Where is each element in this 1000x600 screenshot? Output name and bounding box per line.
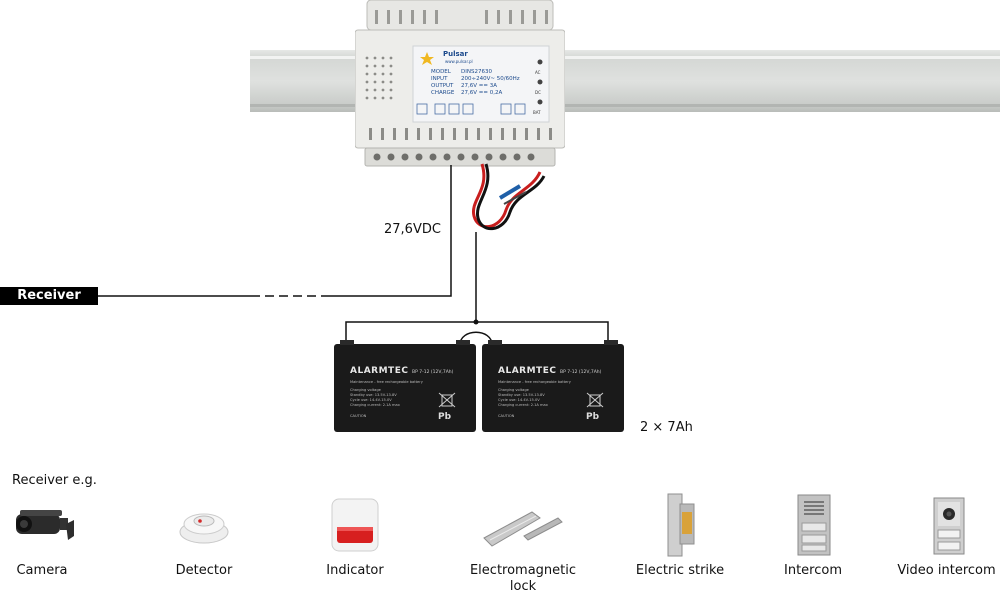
spec-value: DINS27630	[461, 69, 492, 75]
battery-spec-lines: Charging voltage Standby use: 13.5V-13.8…	[498, 388, 548, 408]
led-label-dc: DC	[535, 90, 541, 95]
battery-terminal	[604, 340, 618, 345]
battery-pb: Pb	[586, 412, 600, 422]
device-label-electromagnetic-lock: Electromagnetic lock	[469, 563, 577, 594]
device-label-video-intercom: Video intercom	[897, 563, 996, 578]
psu-brand: Pulsar	[443, 50, 468, 58]
device-label-camera: Camera	[16, 563, 68, 578]
psu-specs: MODEL DINS27630 INPUT 200÷240V~ 50/60Hz OU…	[431, 69, 520, 97]
battery-spec: Charging current: 2.1A max	[498, 403, 548, 407]
recycle-bin-icon	[586, 392, 604, 408]
spec-key: OUTPUT	[431, 83, 454, 89]
spec-key: MODEL	[431, 69, 451, 75]
battery-model: BP 7-12 (12V,7Ah)	[412, 370, 454, 375]
battery-model: BP 7-12 (12V,7Ah)	[560, 370, 602, 375]
battery-terminal	[340, 340, 354, 345]
spec-key: CHARGE	[431, 90, 455, 96]
battery-subtitle: Maintenance - free rechargeable battery	[498, 380, 571, 384]
battery-pb: Pb	[438, 412, 452, 422]
video-intercom-icon	[932, 496, 966, 556]
battery-brand: ALARMTEC	[350, 366, 409, 376]
battery-spec: Cycle use: 14.4V-15.0V	[350, 398, 392, 402]
battery-spec: Charging voltage	[350, 388, 381, 392]
intercom-icon	[796, 493, 832, 557]
psu-website: www.pulsar.pl	[445, 59, 473, 64]
siren-indicator-icon	[330, 497, 382, 555]
battery-spec-lines: Charging voltage Standby use: 13.5V-13.8…	[350, 388, 400, 408]
led-label-bat: BAT	[533, 110, 541, 115]
battery-caution: CAUTION	[498, 414, 515, 418]
battery-1: ALARMTEC BP 7-12 (12V,7Ah) Maintenance -…	[334, 340, 476, 432]
battery-terminal	[456, 340, 470, 345]
electromagnetic-lock-icon	[480, 508, 564, 550]
spec-value: 27,6V == 0,2A	[461, 90, 503, 96]
device-label-detector: Detector	[175, 563, 233, 578]
device-label-intercom: Intercom	[784, 563, 842, 578]
voltage-label: 27,6VDC	[384, 222, 441, 237]
smoke-detector-icon	[176, 504, 232, 548]
power-supply-unit: Pulsar www.pulsar.pl MODEL DINS27630 INPU…	[355, 0, 565, 170]
receiver-tag: Receiver	[0, 287, 98, 305]
battery-subtitle: Maintenance - free rechargeable battery	[350, 380, 423, 384]
battery-caution: CAUTION	[350, 414, 367, 418]
battery-spec: Charging voltage	[498, 388, 529, 392]
battery-spec: Standby use: 13.5V-13.8V	[498, 393, 545, 397]
spec-value: 27,6V == 3A	[461, 83, 497, 89]
battery-count-label: 2 × 7Ah	[640, 420, 693, 435]
battery-cable-bundle	[460, 160, 560, 240]
battery-terminal	[488, 340, 502, 345]
spec-key: INPUT	[431, 76, 448, 82]
battery-spec: Cycle use: 14.4V-15.0V	[498, 398, 540, 402]
battery-2: ALARMTEC BP 7-12 (12V,7Ah) Maintenance -…	[482, 340, 624, 432]
led-label-ac: AC	[535, 70, 541, 75]
spec-value: 200÷240V~ 50/60Hz	[461, 76, 520, 82]
device-label-indicator: Indicator	[326, 563, 384, 578]
examples-heading: Receiver e.g.	[12, 473, 97, 488]
battery-brand: ALARMTEC	[498, 366, 557, 376]
battery-spec: Standby use: 13.5V-13.8V	[350, 393, 397, 397]
camera-icon	[8, 500, 78, 550]
device-label-electric-strike: Electric strike	[635, 563, 725, 578]
battery-spec: Charging current: 2.1A max	[350, 403, 400, 407]
electric-strike-icon	[660, 492, 700, 558]
recycle-bin-icon	[438, 392, 456, 408]
